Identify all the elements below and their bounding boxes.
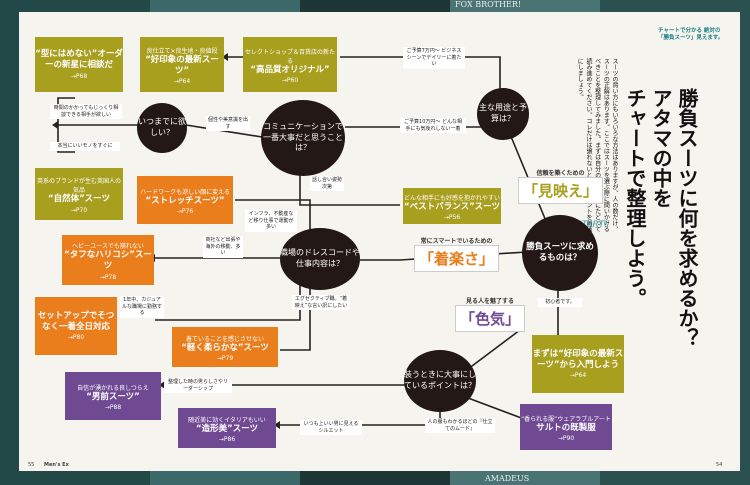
result-setup: セットアップでそつなく一着全日対応 →P80 (35, 297, 117, 355)
result-natural: 英系のブランドが生む英国人の気品 “自然体”スーツ →P70 (35, 168, 123, 220)
branch-label: エグゼクティブ職。“着映え”な言い訳にしたい (292, 295, 350, 310)
question-start: 勝負スーツに求めるものは？ (522, 215, 598, 291)
result-pre: ハードワークも涼しい顔に変える (140, 188, 230, 196)
keyword-mibae: 信頼を築くための 「見映え」 (518, 168, 604, 204)
branch-label: ご予算10万円〜 どんな相手にも気後れしない一着 (400, 118, 466, 133)
result-title: “ベストバランス”スーツ (403, 201, 500, 212)
result-pre: 着ていることを感じさせない (185, 335, 264, 343)
result-title: まずは“好印象の最新スーツ”から入門しよう (532, 348, 624, 370)
branch-label: 個性や美意識を出す (206, 116, 250, 131)
result-sculpted: 随近美に効くイタリアもいい “造形美”スーツ →P86 (178, 408, 276, 448)
branch-label: いつも上いい男に見えるシルエット (300, 420, 362, 435)
result-title: “タフなハリコシ”スーツ (64, 250, 152, 271)
branch-label: 人の服もわかるほどの『仕立てのムード』 (425, 418, 495, 433)
result-title: “男前スーツ” (86, 391, 140, 402)
result-title: “造形美”スーツ (195, 423, 258, 434)
page-ref: →P80 (67, 334, 85, 342)
result-pre: どんな相手にも好感を抱かれやすい (403, 194, 500, 202)
branch-label: 整理した時の男らしさやリーダーシップ (164, 378, 232, 393)
branch-label: 商社など出張や海外の移動、多い (203, 236, 243, 258)
result-title: “軽く柔らかな”スーツ (181, 342, 269, 353)
folio-right: 54 (716, 462, 723, 468)
page-ref: →P90 (557, 435, 575, 443)
page-ref: →P76 (176, 208, 194, 216)
branch-label: 話し合い姿勢次第 (310, 176, 344, 191)
result-stretch: ハードワークも涼しい顔に変える “ストレッチスーツ” →P76 (137, 176, 233, 224)
branch-label: 本当にいいモノをすぐに (50, 142, 120, 151)
result-pre: ヘビーユースでも崩れない (72, 243, 144, 251)
start-label: START! (576, 220, 608, 230)
result-pre: 自信が湧かれる良しつらえ (77, 384, 149, 392)
keyword-word: 「着楽さ」 (414, 245, 500, 272)
question-communication: コミュニケーションで一番大事だと思うことは？ (261, 100, 345, 176)
page-ref: →P64 (569, 372, 587, 380)
header-tag: チャートで分かる 絶対の「勝負スーツ」見えます。 (658, 28, 724, 42)
result-title: “自然体”スーツ (47, 194, 110, 205)
folio-left: 55 (28, 462, 35, 468)
result-pre: 随近美に効くイタリアもいい (188, 416, 266, 424)
result-light-soft: 着ていることを感じさせない “軽く柔らかな”スーツ →P79 (172, 327, 278, 367)
page-ref: →P64 (173, 78, 191, 86)
result-beginner: まずは“好印象の最新スーツ”から入門しよう →P64 (532, 335, 624, 393)
keyword-sub: 信頼を築くための (536, 170, 585, 177)
result-pre: セレクトショップ＆百貨店の新たる (244, 48, 335, 65)
result-pre: “香られる服”ウェアラブルアート (521, 415, 611, 423)
keyword-sub: 常にスマートでいるための (420, 238, 493, 245)
bg-sign: FOX BROTHER! (455, 0, 522, 9)
keyword-word: 「色気」 (455, 305, 526, 332)
page-ref: →P68 (70, 72, 88, 80)
result-title: サルトの既製服 (536, 422, 596, 433)
page-ref: →P79 (216, 355, 234, 363)
result-title: “ストレッチスーツ” (145, 195, 225, 206)
result-tough: ヘビーユースでも崩れない “タフなハリコシ”スーツ →P78 (62, 235, 154, 285)
title-line-1: 勝負スーツに何を求めるか？ (675, 88, 699, 348)
result-best-balance: どんな相手にも好感を抱かれやすい “ベストバランス”スーツ →P56 (403, 188, 501, 224)
branch-label: 1年中、カジュアルな職場に勤務する (120, 296, 164, 318)
question-purpose: 主な用途と予算は？ (477, 88, 529, 140)
magazine-name: Men's Ex (44, 462, 69, 468)
result-sarto: “香られる服”ウェアラブルアート サルトの既製服 →P90 (520, 404, 612, 450)
keyword-sub: 見る人を魅了する (466, 298, 515, 305)
keyword-iroke: 見る人を魅了する 「色気」 (455, 296, 526, 332)
result-title: “好印象の最新スーツ” (145, 54, 219, 76)
title-line-3: チャートで整理しよう。 (623, 88, 647, 308)
bg-sign: AMADEUS (485, 474, 530, 483)
result-title: セットアップでそつなく一着全日対応 (37, 310, 115, 332)
result-original: セレクトショップ＆百貨店の新たる “高品質オリジナル” →P60 (243, 37, 337, 92)
question-workplace: 職場のドレスコードや仕事内容は？ (280, 228, 360, 290)
lead-text: スーツの買い方にもいろいろな方法はありますが、人の数だけ、スーツの正解はあります… (576, 58, 618, 232)
result-pre: 良仕立て×良生地・良値段 (146, 47, 218, 55)
result-handsome: 自信が湧かれる良しつらえ “男前スーツ” →P88 (65, 372, 161, 420)
result-pre: 英系のブランドが生む英国人の気品 (36, 178, 121, 195)
page-ref: →P70 (70, 206, 88, 214)
question-detail: 装うときに大事にしているポイントは？ (404, 350, 476, 412)
result-title: “高品質オリジナル” (250, 64, 330, 75)
branch-label: 初心者です。 (538, 298, 582, 307)
result-latest-suit: 良仕立て×良生地・良値段 “好印象の最新スーツ” →P64 (140, 37, 224, 92)
branch-label: ご予算7万円〜 ビジネスシーンでデイリーに着たい (403, 47, 465, 69)
page-ref: →P86 (218, 436, 236, 444)
result-title: “型にはめない”オーダーの新星に相談だ (35, 49, 123, 70)
page-ref: →P78 (99, 273, 117, 281)
title-line-2: アタマの中を (649, 88, 673, 208)
keyword-kiraku: 常にスマートでいるための 「着楽さ」 (414, 236, 500, 272)
page-ref: →P60 (281, 77, 299, 85)
question-when: いつまでに欲しい？ (137, 103, 187, 153)
branch-label: インフラ、不動産など移り仕事で運動が多い (245, 210, 297, 232)
page-ref: →P56 (443, 214, 461, 222)
page-ref: →P88 (104, 404, 122, 412)
branch-label: 時間のかかってもじっくり相談できる相手が欲しい (50, 104, 122, 119)
result-order-consult: “型にはめない”オーダーの新星に相談だ →P68 (35, 37, 123, 92)
keyword-word: 「見映え」 (518, 177, 604, 204)
